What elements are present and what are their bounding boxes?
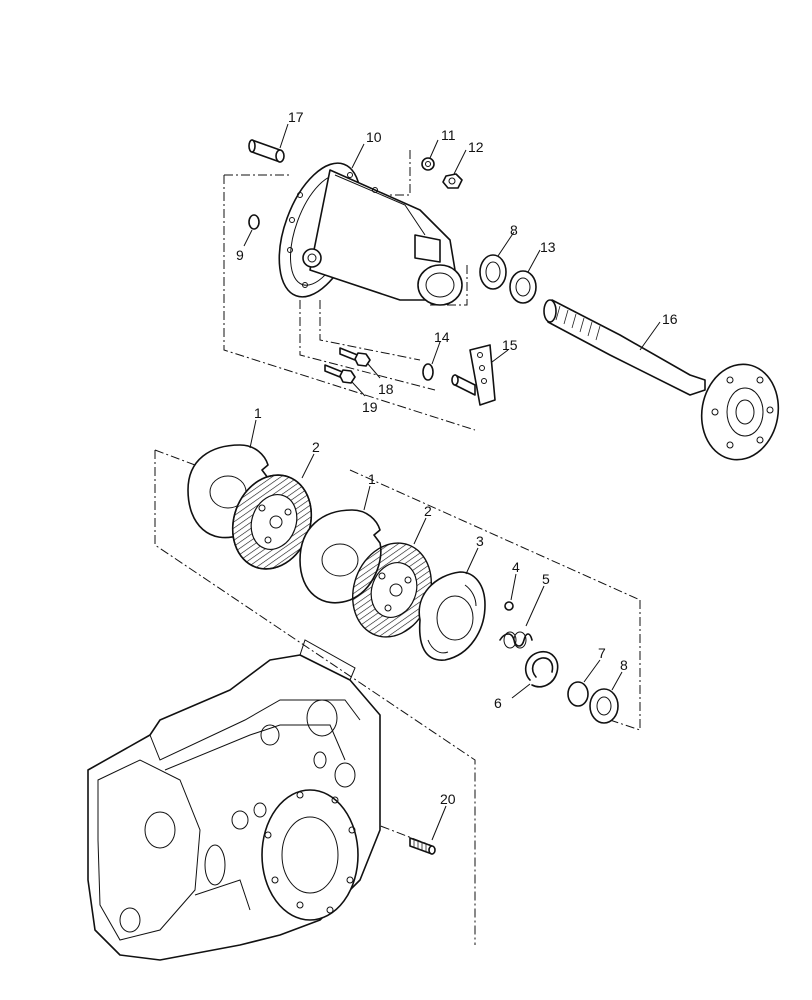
callout-19: 19	[362, 399, 378, 415]
callout-8-upper: 8	[510, 222, 518, 238]
callout-14: 14	[434, 329, 450, 345]
part-7-o-ring	[567, 681, 589, 707]
callout-5: 5	[542, 571, 550, 587]
callout-8-lower: 8	[620, 657, 628, 673]
part-11-washer	[421, 157, 435, 171]
part-18-bolt	[339, 347, 371, 367]
callout-16: 16	[662, 311, 678, 327]
part-15-lever	[451, 344, 496, 406]
part-4-ball	[504, 601, 514, 611]
callout-2-a: 2	[312, 439, 320, 455]
part-16-axle-shaft	[543, 299, 780, 461]
callout-11: 11	[441, 127, 456, 143]
part-20-stud	[409, 837, 436, 855]
leader-lines	[243, 123, 661, 841]
callout-18: 18	[378, 381, 394, 397]
part-19-bolt	[324, 364, 356, 384]
callout-6: 6	[494, 695, 502, 711]
part-14-o-ring	[422, 363, 434, 381]
callout-4: 4	[512, 559, 520, 575]
transmission-case	[87, 639, 381, 961]
part-8-seal-lower	[589, 688, 619, 724]
part-10-housing	[278, 162, 463, 306]
callout-9: 9	[236, 247, 244, 263]
part-5-spring	[499, 631, 533, 649]
callout-2-b: 2	[424, 503, 432, 519]
part-8-seal-upper	[479, 254, 507, 290]
callout-1-b: 1	[368, 471, 376, 487]
part-9-ring	[248, 214, 260, 230]
part-13-bearing	[509, 270, 537, 304]
part-3-actuator-plate	[418, 571, 486, 661]
callout-20: 20	[440, 791, 456, 807]
callout-7: 7	[598, 645, 606, 661]
part-2-friction-disc-a	[231, 474, 313, 570]
callout-12: 12	[468, 139, 484, 155]
callout-labels: 17 10 11 12 9 8 13 16 14 15 18 19 1 2 1 …	[236, 109, 678, 807]
callout-10: 10	[366, 129, 382, 145]
part-6-snap-ring	[524, 650, 559, 688]
callout-17: 17	[288, 109, 304, 125]
part-2-friction-disc-b	[351, 542, 433, 638]
callout-15: 15	[502, 337, 518, 353]
part-17-pin	[248, 139, 285, 163]
callout-3: 3	[476, 533, 484, 549]
callout-13: 13	[540, 239, 556, 255]
callout-1-a: 1	[254, 405, 262, 421]
part-12-nut	[442, 173, 463, 189]
